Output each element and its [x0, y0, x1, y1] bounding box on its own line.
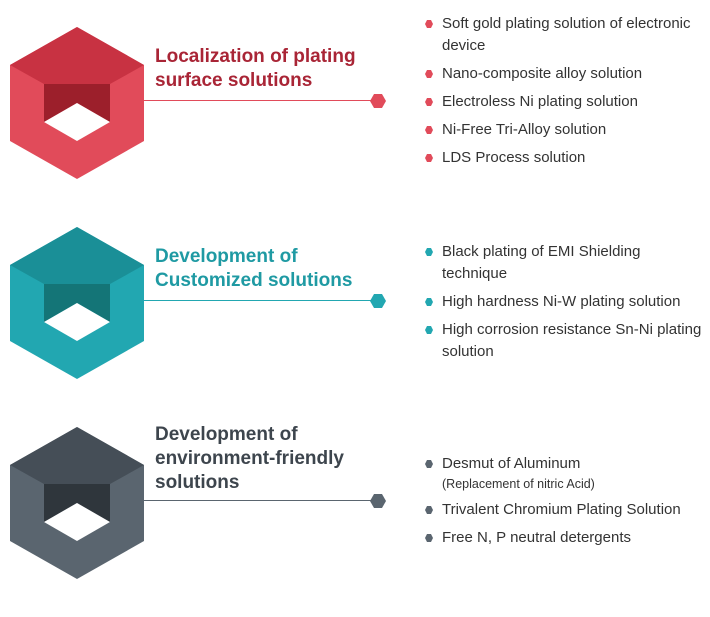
cube-icon	[10, 427, 144, 579]
list-item: Free N, P neutral detergents	[424, 527, 708, 549]
cube-hole	[44, 303, 110, 341]
cube-top	[10, 27, 144, 84]
section-title: Development of environment-friendly solu…	[155, 424, 344, 493]
list-item: High hardness Ni-W plating solution	[424, 291, 708, 313]
hexagon-bullet-icon	[425, 98, 433, 106]
hexagon-node-icon	[370, 294, 386, 308]
list-item: Ni-Free Tri-Alloy solution	[424, 119, 708, 141]
list-item: Black plating of EMI Shielding technique	[424, 241, 708, 285]
hexagon-bullet-icon	[425, 248, 433, 256]
list-item: Nano-composite alloy solution	[424, 63, 708, 85]
hexagon-bullet-icon	[425, 20, 433, 28]
cube-hole	[44, 503, 110, 541]
hexagon-node-icon	[370, 94, 386, 108]
section-customized: Development of Customized solutions Blac…	[0, 227, 710, 417]
cube-icon	[10, 27, 144, 179]
list-item: Soft gold plating solution of electronic…	[424, 13, 708, 57]
item-list: Black plating of EMI Shielding technique…	[424, 241, 708, 369]
hexagon-bullet-icon	[425, 70, 433, 78]
section-title: Localization of plating surface solution…	[155, 46, 356, 91]
list-item: LDS Process solution	[424, 147, 708, 169]
hexagon-bullet-icon	[425, 460, 433, 468]
hexagon-bullet-icon	[425, 326, 433, 334]
connector-line	[143, 500, 371, 501]
hexagon-bullet-icon	[425, 298, 433, 306]
item-note: (Replacement of nitric Acid)	[442, 477, 595, 491]
list-item: Trivalent Chromium Plating Solution	[424, 499, 708, 521]
section-environment: Development of environment-friendly solu…	[0, 424, 710, 617]
section-title: Development of Customized solutions	[155, 246, 353, 291]
cube-icon	[10, 227, 144, 379]
hexagon-bullet-icon	[425, 506, 433, 514]
item-list: Soft gold plating solution of electronic…	[424, 13, 708, 175]
hexagon-bullet-icon	[425, 154, 433, 162]
cube-hole	[44, 103, 110, 141]
connector-line	[143, 300, 371, 301]
list-item: Electroless Ni plating solution	[424, 91, 708, 113]
list-item: High corrosion resistance Sn-Ni plating …	[424, 319, 708, 363]
hexagon-node-icon	[370, 494, 386, 508]
connector-line	[143, 100, 371, 101]
list-item: Desmut of Aluminum(Replacement of nitric…	[424, 453, 708, 493]
hexagon-bullet-icon	[425, 126, 433, 134]
hexagon-bullet-icon	[425, 534, 433, 542]
section-localization: Localization of plating surface solution…	[0, 15, 710, 217]
cube-top	[10, 227, 144, 284]
item-list: Desmut of Aluminum(Replacement of nitric…	[424, 453, 708, 555]
cube-top	[10, 427, 144, 484]
